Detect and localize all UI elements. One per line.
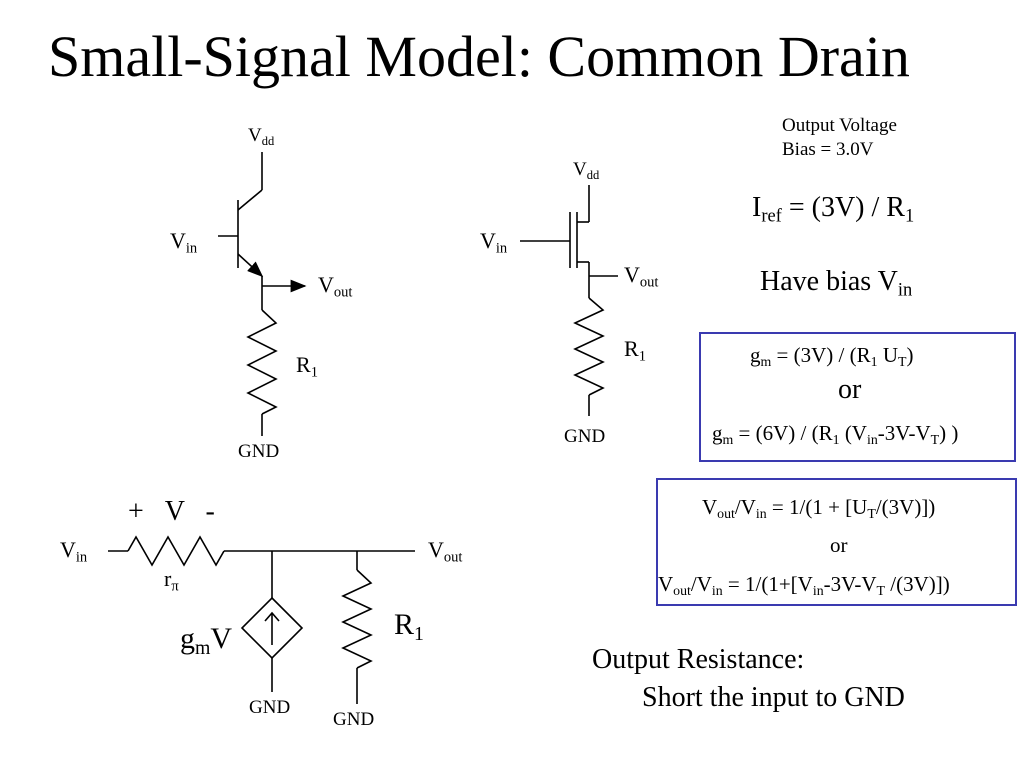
gain-equation-box bbox=[656, 478, 1017, 606]
ss-plus-sign: + bbox=[128, 496, 144, 527]
output-resistance-note: Short the input to GND bbox=[642, 682, 905, 713]
iref-equation: Iref = (3V) / R1 bbox=[752, 192, 915, 226]
ss-minus-sign: - bbox=[205, 496, 215, 527]
ss-r1-label: R1 bbox=[394, 608, 424, 645]
bjt-emitter-arrow bbox=[237, 253, 264, 278]
output-resistance-heading: Output Resistance: bbox=[592, 644, 805, 675]
gain-or: or bbox=[830, 533, 848, 557]
mos-resistor-r1 bbox=[573, 297, 605, 396]
mos-source-follower bbox=[520, 185, 618, 416]
mos-vout-label: Vout bbox=[624, 262, 659, 291]
gm-equation-2: gm = (6V) / (R1 (Vin-3V-VT) ) bbox=[712, 421, 959, 448]
gm-equation-box bbox=[699, 332, 1016, 462]
bjt-resistor-r1 bbox=[246, 309, 278, 415]
ss-source-arrow-head bbox=[264, 611, 280, 622]
bjt-vin-label: Vin bbox=[170, 228, 198, 257]
ss-rpi-label: rπ bbox=[164, 566, 179, 595]
bias-note: Output Voltage Bias = 3.0V bbox=[782, 114, 897, 162]
gm-equation-1: gm = (3V) / (R1 UT) bbox=[750, 343, 914, 370]
bias-note-line2: Bias = 3.0V bbox=[782, 139, 874, 160]
mos-r1-label: R1 bbox=[624, 336, 646, 365]
gain-equation-2: Vout/Vin = 1/(1+[Vin-3V-VT /(3V)]) bbox=[658, 572, 950, 599]
ss-r1-resistor bbox=[341, 569, 373, 669]
bjt-emitter-follower bbox=[218, 152, 307, 436]
ss-gmv-label: gmV bbox=[180, 622, 233, 659]
slide-title: Small-Signal Model: Common Drain bbox=[48, 24, 910, 89]
bjt-collector bbox=[237, 189, 263, 211]
ss-r1-gnd-label: GND bbox=[333, 709, 375, 730]
ss-v-symbol: V bbox=[164, 496, 185, 527]
mos-vin-label: Vin bbox=[480, 228, 508, 257]
mos-vdd-label: Vdd bbox=[573, 159, 600, 182]
ss-vout-label: Vout bbox=[428, 537, 463, 566]
bjt-r1-label: R1 bbox=[296, 352, 318, 381]
mos-gnd-label: GND bbox=[564, 426, 606, 447]
ss-v-polarity: + V - bbox=[128, 498, 215, 526]
bias-note-line1: Output Voltage bbox=[782, 115, 897, 136]
ss-rpi-resistor bbox=[127, 535, 225, 567]
bjt-gnd-label: GND bbox=[238, 441, 280, 462]
ss-vin-label: Vin bbox=[60, 537, 88, 566]
bjt-vout-label: Vout bbox=[318, 272, 353, 301]
small-signal-model bbox=[108, 535, 415, 704]
bjt-vdd-label: Vdd bbox=[248, 125, 275, 148]
gain-equation-1: Vout/Vin = 1/(1 + [UT/(3V)]) bbox=[702, 495, 936, 522]
have-bias-note: Have bias Vin bbox=[760, 266, 913, 300]
gm-or: or bbox=[838, 374, 862, 405]
ss-source-gnd-label: GND bbox=[249, 697, 291, 718]
